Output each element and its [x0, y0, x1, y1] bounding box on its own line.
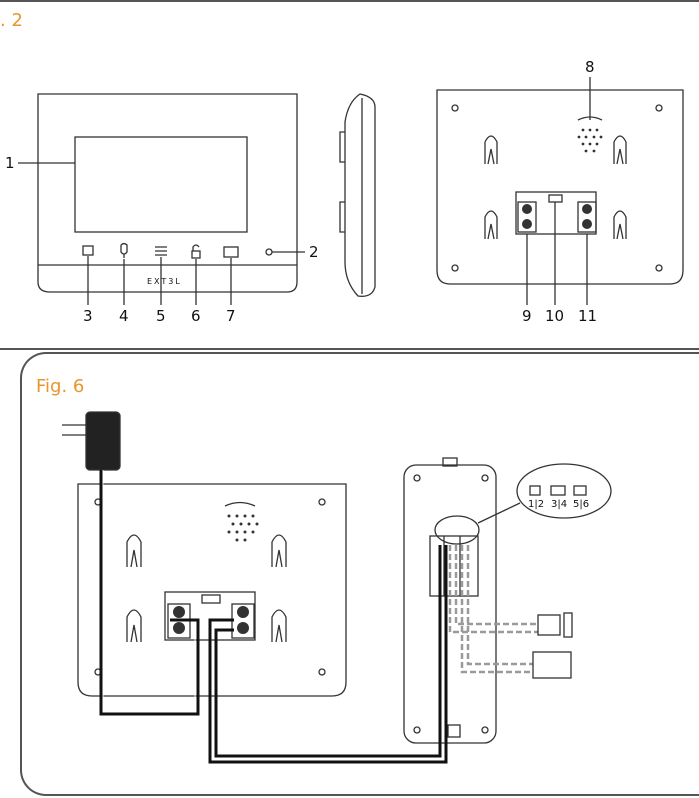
- exit-button-wire: [460, 545, 533, 674]
- gate-icon: [532, 651, 572, 679]
- callout-3: 3: [83, 307, 93, 325]
- monitor-screen: [74, 136, 248, 233]
- figure-2-label: . 2: [0, 10, 23, 31]
- callout-4: 4: [119, 307, 129, 325]
- power-cable: [99, 470, 200, 716]
- terminal-label-1-2: 1|2: [528, 499, 545, 510]
- brand-logo-text: EXT3L: [147, 277, 182, 286]
- callout-6: 6: [191, 307, 201, 325]
- terminal-zoom-circle: [516, 463, 612, 519]
- figure-2-panel: . 2: [0, 0, 699, 350]
- callout-1: 1: [5, 154, 15, 172]
- figure-6-label: Fig. 6: [36, 376, 85, 397]
- monitor-back-connection: [77, 483, 347, 697]
- monitor-side: [344, 93, 376, 297]
- figure-6-panel: Fig. 6: [20, 352, 699, 796]
- power-adapter: [85, 411, 121, 471]
- list-icon: [155, 246, 167, 256]
- monitor-icon-7: [223, 246, 239, 258]
- bus-cable: [208, 545, 448, 764]
- terminal-label-3-4: 3|4: [551, 499, 568, 510]
- unlock-icon: [191, 250, 201, 259]
- monitor-back: [436, 89, 684, 285]
- figure-2-drawing: [18, 77, 684, 305]
- callout-10: 10: [545, 307, 565, 325]
- mic-icon: [120, 242, 128, 258]
- callout-8: 8: [585, 58, 595, 76]
- terminal-label-5-6: 5|6: [573, 499, 590, 510]
- lock-wire: [448, 545, 538, 634]
- callout-5: 5: [156, 307, 166, 325]
- callout-9: 9: [522, 307, 532, 325]
- monitor-icon-3: [82, 245, 94, 256]
- monitor-front: [37, 93, 298, 293]
- callout-2: 2: [309, 243, 319, 261]
- callout-7: 7: [226, 307, 236, 325]
- electric-lock: [537, 614, 561, 636]
- door-station: [403, 464, 497, 744]
- callout-11: 11: [578, 307, 598, 325]
